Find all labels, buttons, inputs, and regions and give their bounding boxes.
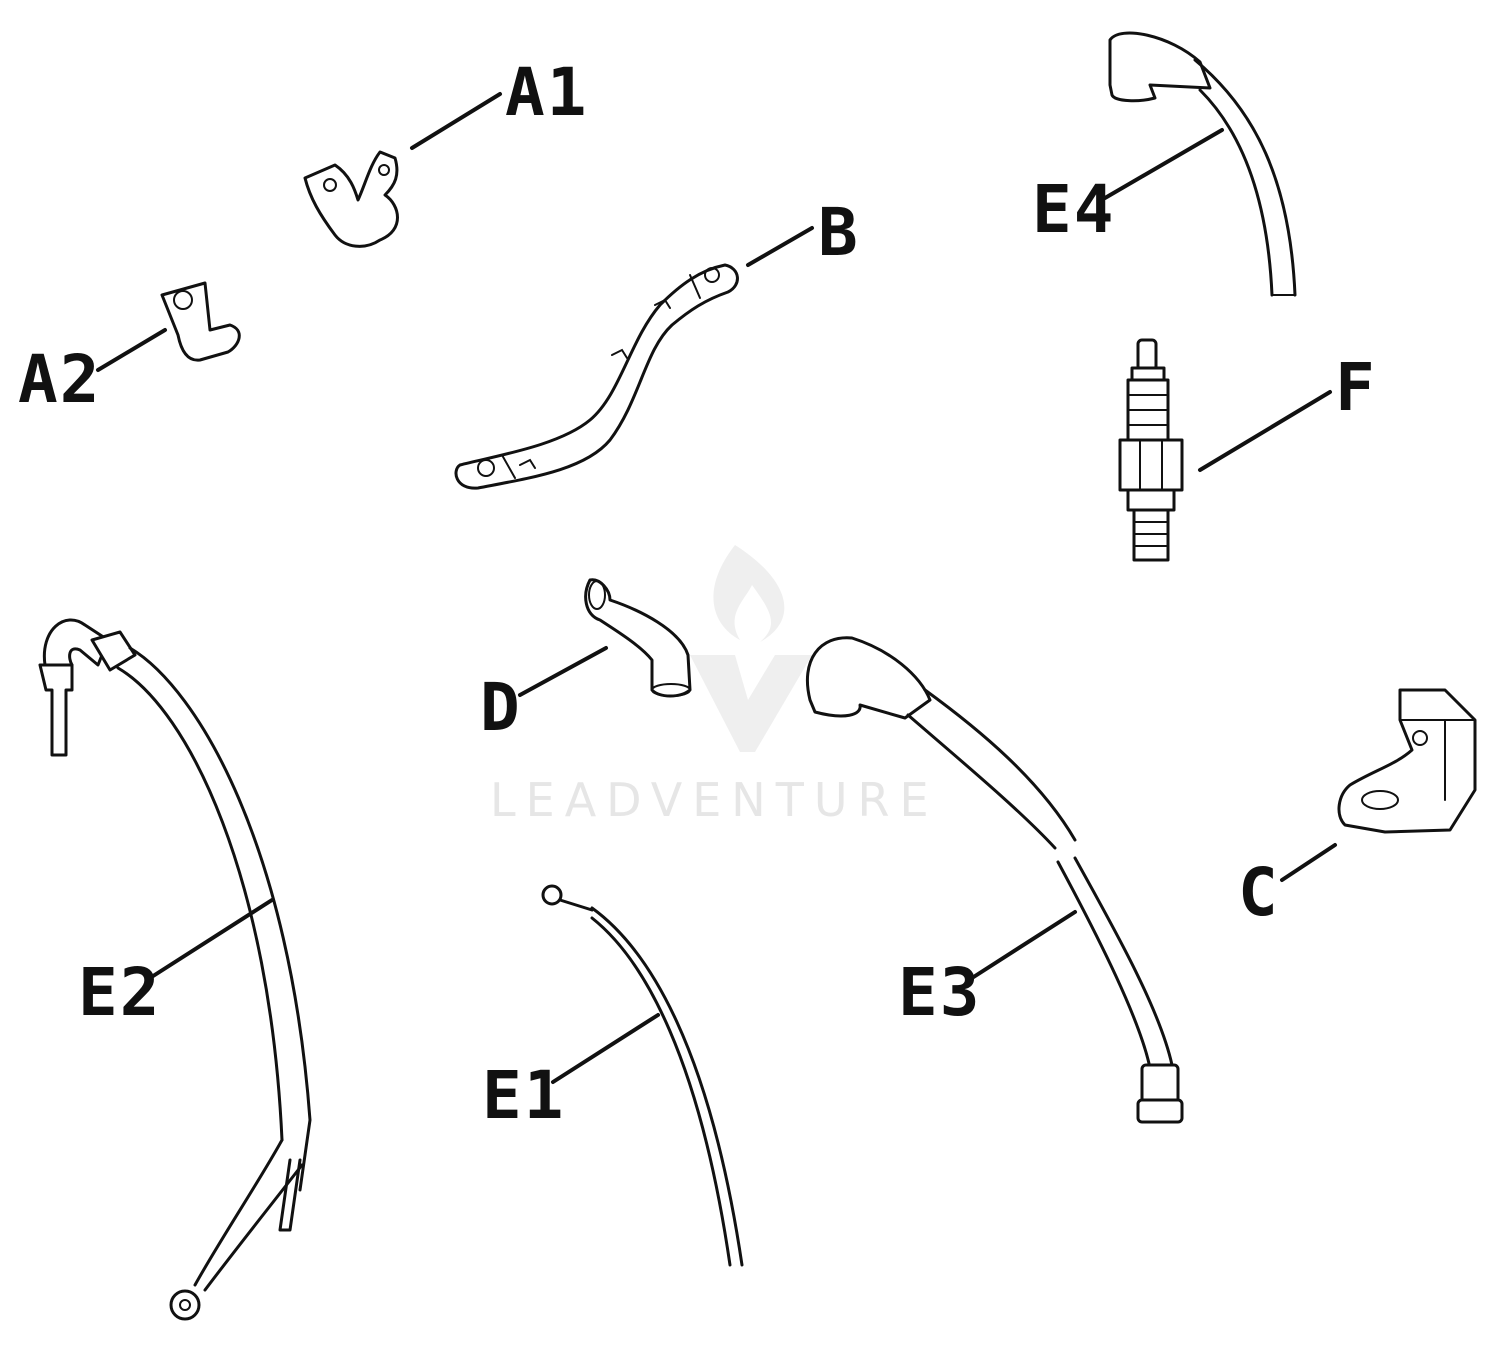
part-e4-boot [1108, 31, 1297, 297]
callout-a1: A1 [505, 54, 588, 131]
part-d-elbow [584, 578, 692, 698]
leader-d [518, 646, 608, 697]
leader-e1 [551, 1013, 660, 1084]
watermark-text: LEADVENTURE [490, 773, 939, 827]
leader-a2 [96, 328, 167, 372]
part-b-ground-strap [454, 263, 739, 490]
callout-e4: E4 [1032, 171, 1115, 248]
watermark: LEADVENTURE [490, 545, 939, 827]
part-a2-bracket [160, 281, 241, 362]
leader-f [1198, 390, 1332, 472]
callout-e1: E1 [482, 1057, 565, 1134]
leader-b [746, 226, 814, 267]
leader-e3 [970, 910, 1077, 980]
callout-a2: A2 [18, 341, 101, 418]
part-f-spark-plug [1118, 338, 1184, 562]
leader-e4 [1103, 128, 1224, 200]
callout-c: C [1238, 854, 1280, 931]
callout-d: D [480, 669, 522, 746]
part-c-bracket [1337, 688, 1477, 834]
callout-e2: E2 [78, 954, 161, 1031]
leader-a1 [410, 92, 502, 150]
callout-e3: E3 [898, 954, 981, 1031]
part-e3-boot-lead [805, 636, 1184, 1124]
callout-b: B [818, 194, 860, 271]
part-e1-wire [541, 884, 744, 1267]
callout-f: F [1335, 349, 1377, 426]
watermark-flame-icon [713, 545, 785, 642]
leader-e2 [148, 898, 274, 980]
part-e2-plug-wire [38, 618, 312, 1321]
watermark-v-logo-icon [690, 655, 812, 752]
part-a1-clamp [303, 150, 399, 248]
leader-c [1280, 843, 1337, 882]
